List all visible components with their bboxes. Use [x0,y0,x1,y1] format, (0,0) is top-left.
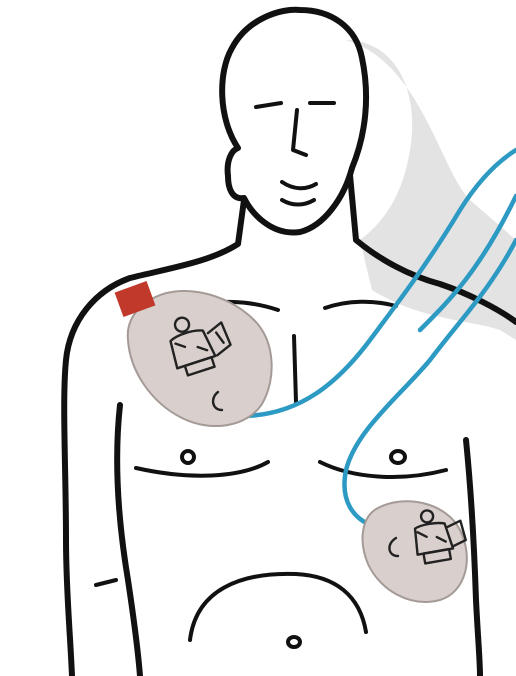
nose [293,110,306,155]
left-nipple [182,451,194,463]
left-arm-inner [117,405,140,676]
right-collarbone [325,302,396,308]
lower-electrode-pad [363,501,469,602]
right-pectoral [320,462,446,477]
mouth [282,182,316,188]
left-arm-crease [96,580,116,585]
body-shadow [345,40,516,340]
left-eye [256,103,281,107]
belly-button [288,637,300,647]
left-pectoral [136,462,268,476]
right-torso-line [466,440,480,676]
right-nipple [391,451,405,463]
abdomen-curve [190,574,366,640]
torso-outline-left [64,200,244,676]
chin-line [282,200,314,205]
sternum-line [294,336,296,402]
